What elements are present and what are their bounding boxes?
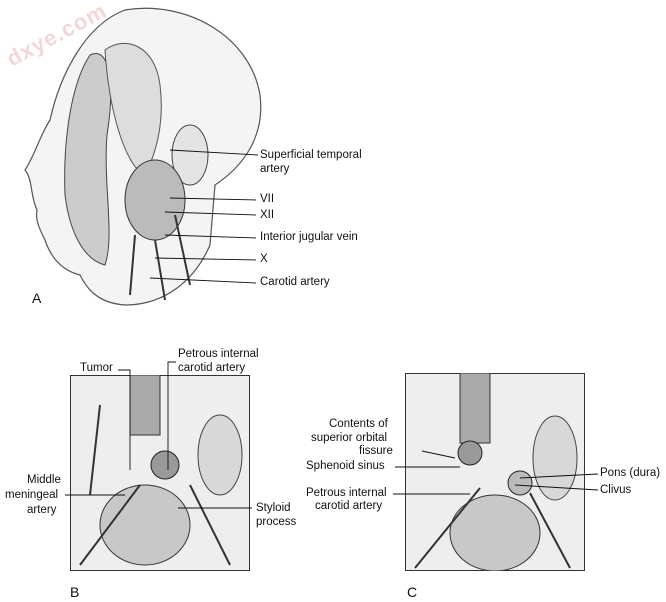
label-x: X — [260, 253, 268, 265]
panel-c-illustration — [405, 373, 585, 571]
label-superficial-temporal-2: artery — [260, 163, 290, 175]
label-sphenoid: Sphenoid sinus — [306, 460, 385, 472]
label-superior-orbital: superior orbital — [311, 432, 388, 444]
label-contents: Contents of — [329, 418, 388, 430]
label-petrous-b-2: carotid artery — [178, 362, 246, 374]
label-process: process — [256, 516, 297, 528]
head-illustration — [24, 7, 262, 306]
label-petrous-c-2: carotid artery — [315, 500, 383, 512]
label-petrous-b: Petrous internal — [178, 348, 259, 360]
panel-b-illustration — [70, 375, 250, 571]
label-styloid: Styloid — [256, 502, 291, 514]
label-jugular: Interior jugular vein — [260, 231, 358, 243]
label-artery-b: artery — [27, 504, 57, 516]
panel-letter-c: C — [407, 584, 418, 600]
label-xii: XII — [260, 209, 275, 221]
label-vii: VII — [260, 193, 275, 205]
label-meningeal: meningeal — [5, 489, 59, 501]
label-carotid: Carotid artery — [260, 276, 330, 288]
label-clivus: Clivus — [600, 484, 632, 496]
label-tumor: Tumor — [80, 362, 113, 374]
label-fissure: fissure — [359, 445, 393, 457]
label-pons: Pons (dura) — [600, 467, 661, 479]
label-middle: Middle — [27, 474, 61, 486]
label-petrous-c: Petrous internal — [306, 487, 387, 499]
panel-letter-a: A — [32, 290, 42, 306]
panel-letter-b: B — [70, 584, 80, 600]
label-superficial-temporal: Superficial temporal — [260, 149, 362, 161]
